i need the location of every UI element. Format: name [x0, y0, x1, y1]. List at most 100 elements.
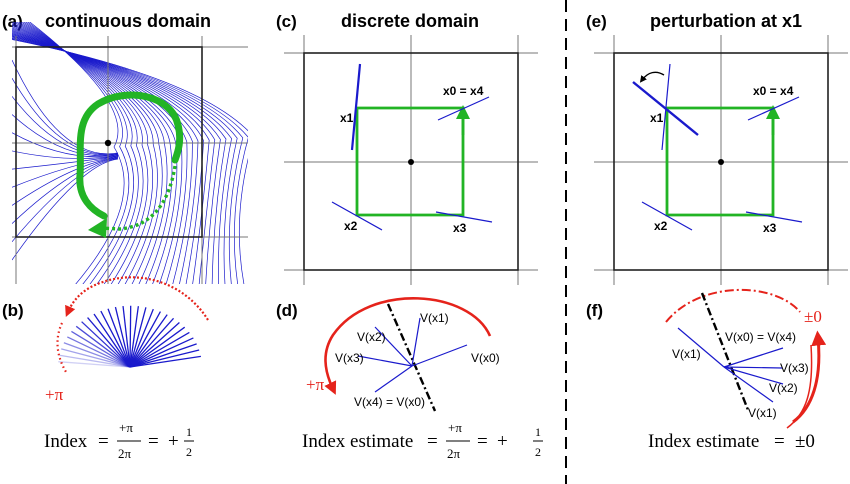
- fan-vector: [58, 361, 131, 368]
- fan-vector: [67, 336, 131, 368]
- continuous-loop-dotted: [99, 165, 177, 231]
- flow-line: [15, 22, 153, 284]
- vector-x1-e-perturbed: [632, 81, 699, 136]
- singular-point-c: [408, 159, 414, 165]
- label-x3-e: x3: [763, 221, 777, 235]
- panel-b: (b) +π Index = +π 2π = + 1 2: [2, 276, 209, 461]
- flow-line: [12, 132, 119, 158]
- vector-x2-e: [641, 201, 693, 231]
- reference-arc-dashdot: [665, 288, 801, 323]
- label-f-v04: V(x0) = V(x4): [725, 330, 796, 344]
- flow-line: [12, 22, 158, 284]
- fan-vector: [81, 321, 131, 368]
- vector-fan: [58, 305, 202, 368]
- panel-e-tag: (e): [586, 12, 607, 31]
- panel-c-title: discrete domain: [341, 11, 479, 31]
- dashed-axis-d: [386, 303, 437, 412]
- panel-c-tag: (c): [276, 12, 297, 31]
- panel-d: (d) V(x1) V(x2) V(x3) V(x0) V(x4) = V(x0…: [276, 297, 543, 461]
- flow-line: [12, 158, 119, 261]
- svg-text:=: =: [148, 431, 159, 452]
- svg-text:±0: ±0: [795, 431, 815, 452]
- svg-text:1: 1: [186, 425, 192, 439]
- panel-f: (f) V(x0) = V(x4) V(x1) V(x3) V(x2) V(x1…: [586, 288, 827, 452]
- svg-text:+π: +π: [119, 420, 133, 435]
- flow-line: [24, 22, 134, 284]
- flow-line: [20, 22, 144, 284]
- flow-line: [12, 39, 248, 284]
- panel-b-tag: (b): [2, 301, 24, 320]
- panel-a-title: continuous domain: [45, 11, 211, 31]
- label-v2: V(x2): [357, 330, 386, 344]
- svg-text:+π: +π: [448, 420, 462, 435]
- panel-a-tag: (a): [2, 12, 23, 31]
- svg-text:=: =: [774, 431, 785, 452]
- angle-label-f: ±0: [804, 307, 822, 326]
- index-equation-d: Index estimate = +π 2π = + 1 2: [302, 420, 543, 461]
- vector-f-x1b: [723, 366, 774, 403]
- fan-vector: [129, 337, 194, 368]
- vector-f-x3: [723, 366, 783, 369]
- flow-line: [12, 96, 119, 156]
- svg-text:2: 2: [535, 445, 541, 459]
- fan-vector: [129, 322, 180, 368]
- flow-line: [12, 114, 119, 157]
- vector-x0: [437, 96, 490, 121]
- fan-vector: [107, 308, 131, 368]
- domain-frame: [15, 46, 203, 238]
- rotation-return-outline: [786, 344, 813, 429]
- flow-line: [22, 22, 139, 284]
- rotation-arc-d: [324, 297, 492, 395]
- panel-f-tag: (f): [586, 301, 603, 320]
- svg-text:Index estimate: Index estimate: [302, 431, 413, 452]
- flow-line: [12, 30, 199, 284]
- rotation-return-arrow: [792, 330, 827, 424]
- label-v3: V(x3): [335, 351, 364, 365]
- panel-c: (c) discrete domain x0 = x4 x1 x2 x3: [276, 11, 538, 285]
- fan-vector: [129, 331, 190, 368]
- svg-text:=: =: [98, 431, 109, 452]
- vector-v2: [374, 326, 413, 367]
- perturbation-arrow: [639, 71, 665, 83]
- svg-text:+: +: [168, 431, 179, 452]
- vector-v0: [411, 344, 468, 367]
- svg-text:Index estimate: Index estimate: [648, 431, 759, 452]
- angle-label: +π: [45, 385, 64, 404]
- fan-vector: [93, 313, 131, 368]
- angle-label-d: +π: [306, 375, 325, 394]
- discrete-loop: [355, 106, 465, 217]
- panel-e-title: perturbation at x1: [650, 11, 802, 31]
- vector-x3-e: [745, 211, 803, 223]
- label-x3: x3: [453, 221, 467, 235]
- fan-vector: [129, 306, 140, 368]
- flow-line: [12, 26, 178, 284]
- continuous-loop-solid: [76, 91, 184, 220]
- fan-vector: [129, 308, 154, 368]
- loop-arrowhead: [88, 218, 107, 238]
- label-f-v1b: V(x1): [748, 406, 777, 420]
- vector-v1: [411, 317, 421, 367]
- vector-x1: [350, 63, 362, 151]
- discrete-loop-e: [665, 106, 775, 217]
- label-x1-e: x1: [650, 111, 664, 125]
- svg-text:2π: 2π: [118, 446, 132, 461]
- label-f-v2: V(x2): [769, 381, 798, 395]
- flow-line: [17, 22, 149, 284]
- fan-vector: [71, 330, 131, 368]
- fan-vector: [129, 314, 168, 368]
- svg-text:1: 1: [535, 425, 541, 439]
- svg-text:+: +: [497, 431, 508, 452]
- label-x0-e: x0 = x4: [753, 84, 794, 98]
- flow-line: [12, 158, 119, 243]
- vector-x3: [435, 211, 493, 223]
- vector-x2: [331, 201, 383, 231]
- label-v4: V(x4) = V(x0): [354, 395, 425, 409]
- fan-vector: [59, 354, 131, 368]
- domain-frame-e: [613, 52, 829, 271]
- panel-d-tag: (d): [276, 301, 298, 320]
- singular-point-e: [718, 159, 724, 165]
- fan-vector: [129, 305, 132, 368]
- domain-frame-c: [303, 52, 519, 271]
- fan-vector: [122, 306, 131, 368]
